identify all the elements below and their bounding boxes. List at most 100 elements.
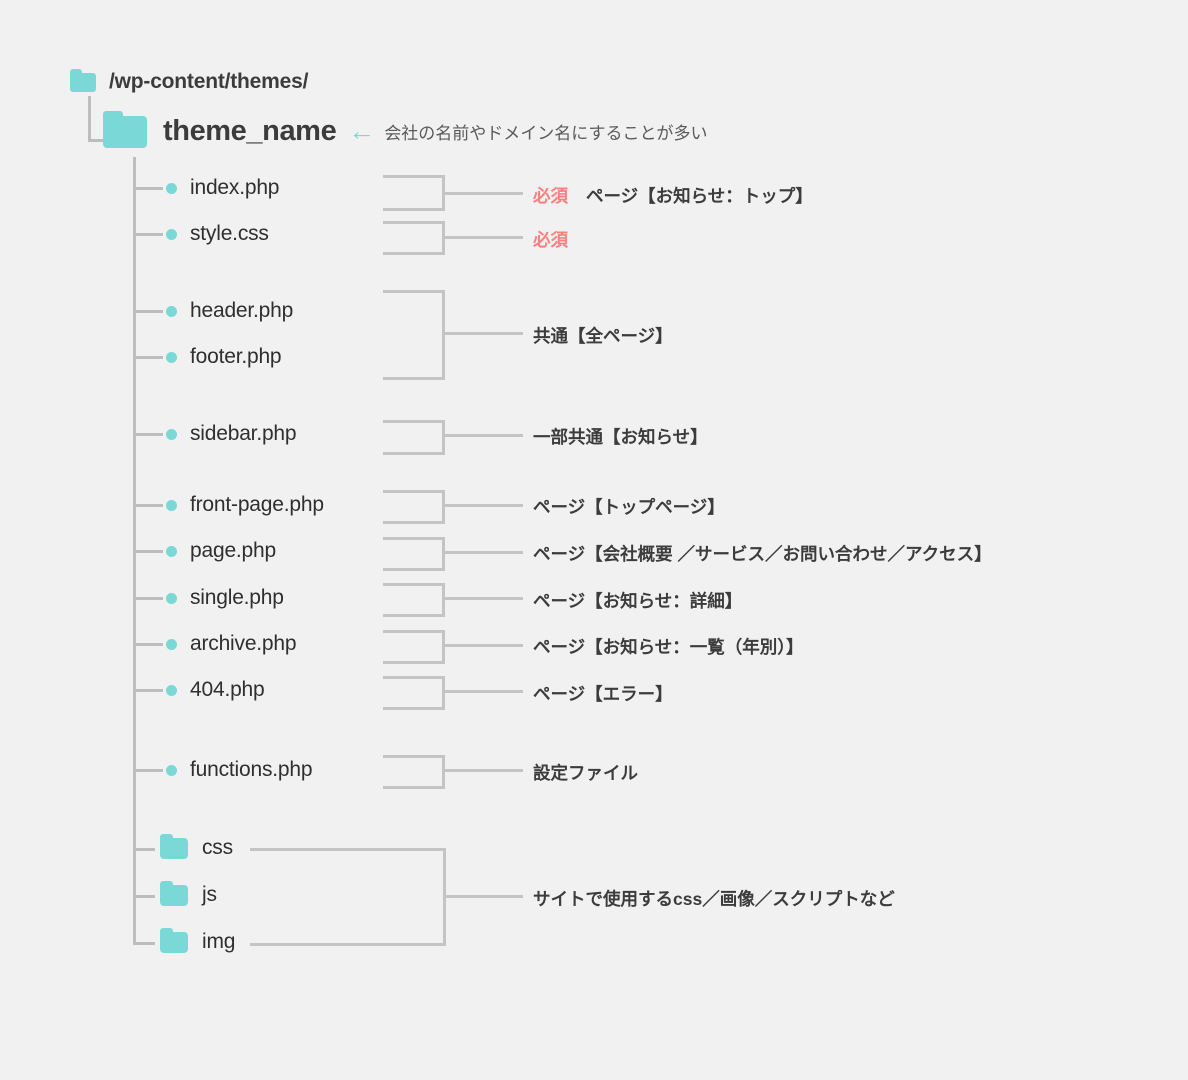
file-row: page.php: [166, 539, 276, 563]
bracket-style-top: [383, 221, 445, 224]
file-row: footer.php: [166, 345, 282, 369]
bracket-index-right: [442, 175, 445, 211]
tree-branch-footer: [133, 356, 163, 359]
annotation-sidebar: 一部共通【お知らせ】: [533, 424, 708, 449]
tree-branch-front-page: [133, 504, 163, 507]
bullet-icon: [166, 305, 177, 317]
bracket-index-lead: [445, 192, 523, 195]
bracket-page-right: [442, 537, 445, 571]
bracket-single-right: [442, 583, 445, 617]
bullet-icon: [166, 545, 177, 557]
tree-root-row: /wp-content/themes/: [70, 68, 309, 94]
bracket-style-lead: [445, 236, 523, 239]
bracket-index-top: [383, 175, 445, 178]
bracket-archive-lead: [445, 644, 523, 647]
bullet-icon: [166, 638, 177, 650]
left-arrow-icon: ←: [348, 116, 376, 146]
file-name-label: sidebar.php: [190, 422, 297, 445]
file-name-label: header.php: [190, 299, 294, 322]
file-row: 404.php: [166, 678, 265, 702]
bracket-archive-top: [383, 630, 445, 633]
file-name-label: front-page.php: [190, 493, 324, 516]
bracket-headerfooter-right: [442, 290, 445, 380]
tree-branch-sidebar: [133, 433, 163, 436]
directory-name-label: img: [202, 930, 236, 953]
directory-name-label: css: [202, 836, 233, 859]
required-badge: 必須: [533, 186, 568, 206]
file-name-label: single.php: [190, 586, 284, 609]
file-row: single.php: [166, 586, 284, 610]
bracket-page-bottom: [383, 568, 445, 571]
annotation-text: ページ【お知らせ：一覧（年別）】: [533, 637, 804, 657]
required-badge: 必須: [533, 230, 568, 250]
bracket-single-top: [383, 583, 445, 586]
annotation-text: ページ【エラー】: [533, 684, 673, 704]
bracket-archive-right: [442, 630, 445, 664]
root-path-label: /wp-content/themes/: [109, 70, 309, 93]
file-name-label: page.php: [190, 539, 276, 562]
tree-branch-header: [133, 310, 163, 313]
bracket-functions-top: [383, 755, 445, 758]
bracket-headerfooter-top: [383, 290, 445, 293]
bullet-icon: [166, 684, 177, 696]
tree-branch-page: [133, 550, 163, 553]
bracket-frontpage-bottom: [383, 521, 445, 524]
annotation-functions: 設定ファイル: [533, 760, 638, 785]
bullet-icon: [166, 592, 177, 604]
annotation-text: サイトで使用するcss／画像／スクリプトなど: [533, 889, 895, 909]
file-name-label: style.css: [190, 222, 269, 245]
bracket-style-bottom: [383, 252, 445, 255]
folder-icon: [160, 880, 188, 906]
bracket-functions-lead: [445, 769, 523, 772]
file-row: front-page.php: [166, 493, 324, 517]
bullet-icon: [166, 228, 177, 240]
bracket-single-bottom: [383, 614, 445, 617]
annotation-front-page: ページ【トップページ】: [533, 494, 725, 519]
tree-branch-index: [133, 187, 163, 190]
file-row: archive.php: [166, 632, 297, 656]
theme-name-label: theme_name: [163, 115, 337, 147]
file-row: sidebar.php: [166, 422, 297, 446]
file-name-label: index.php: [190, 176, 280, 199]
annotation-header-footer: 共通【全ページ】: [533, 323, 673, 348]
tree-branch-css: [133, 848, 155, 851]
annotation-text: 設定ファイル: [533, 763, 638, 783]
folder-icon: [103, 110, 147, 148]
bracket-functions-right: [442, 755, 445, 789]
bracket-404-lead: [445, 690, 523, 693]
directory-row: css: [160, 833, 233, 860]
bullet-icon: [166, 428, 177, 440]
bracket-archive-bottom: [383, 661, 445, 664]
annotation-page: ページ【会社概要 ／サービス／お問い合わせ／アクセス】: [533, 541, 992, 566]
tree-branch-single: [133, 597, 163, 600]
bracket-style-right: [442, 221, 445, 255]
annotation-text: ページ【お知らせ：詳細】: [533, 591, 743, 611]
bullet-icon: [166, 499, 177, 511]
bracket-404-bottom: [383, 707, 445, 710]
bracket-headerfooter-bottom: [383, 377, 445, 380]
bracket-index-bottom: [383, 208, 445, 211]
bracket-headerfooter-lead: [445, 332, 523, 335]
bracket-404-top: [383, 676, 445, 679]
directory-row: js: [160, 880, 217, 907]
bullet-icon: [166, 351, 177, 363]
file-name-label: footer.php: [190, 345, 282, 368]
file-name-label: 404.php: [190, 678, 265, 701]
directory-row: img: [160, 927, 236, 954]
folder-icon: [70, 68, 96, 92]
file-row: functions.php: [166, 758, 313, 782]
bracket-frontpage-lead: [445, 504, 523, 507]
tree-connector-root-vertical: [88, 96, 91, 142]
annotation-text: ページ【お知らせ：トップ】: [586, 186, 813, 206]
tree-branch-functions: [133, 769, 163, 772]
tree-trunk-end-elbow: [133, 942, 155, 945]
annotation-text: ページ【会社概要 ／サービス／お問い合わせ／アクセス】: [533, 544, 992, 564]
tree-branch-404: [133, 689, 163, 692]
annotation-text: 共通【全ページ】: [533, 326, 673, 346]
tree-branch-style: [133, 233, 163, 236]
bracket-functions-bottom: [383, 786, 445, 789]
theme-folder-row: theme_name ← 会社の名前やドメイン名にすることが多い: [103, 110, 707, 148]
bracket-assets-top: [250, 848, 446, 851]
file-name-label: functions.php: [190, 758, 313, 781]
tree-connector-root-elbow: [88, 139, 108, 142]
